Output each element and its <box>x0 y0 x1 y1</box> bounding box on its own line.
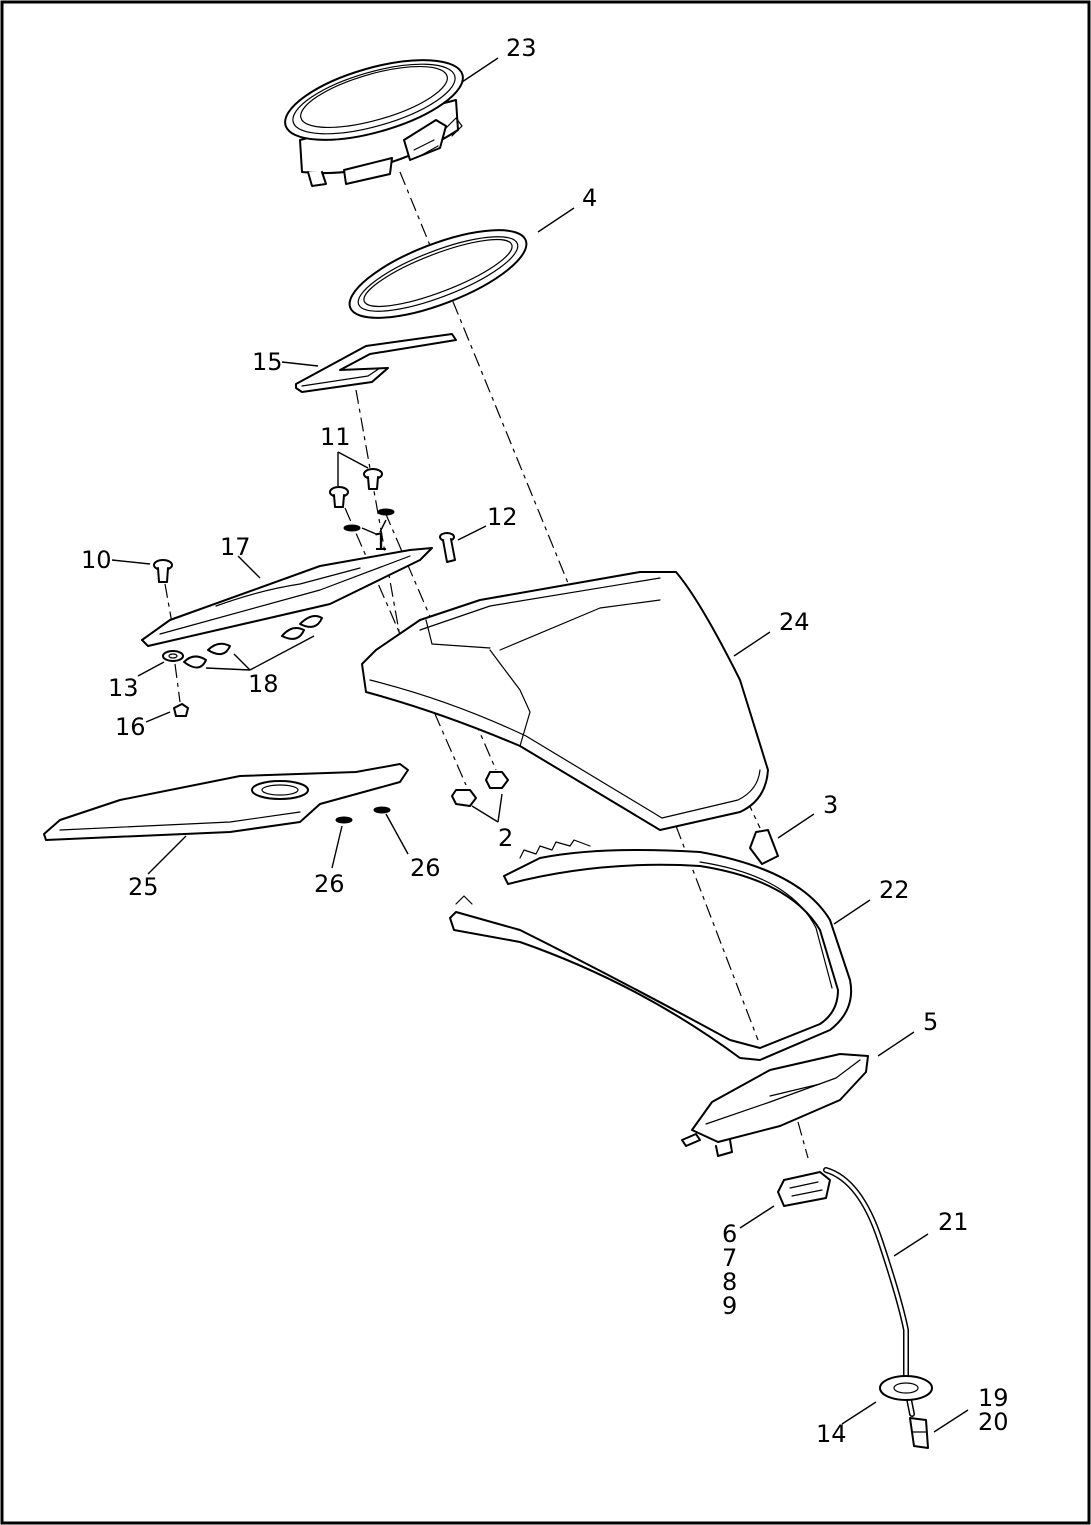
part-15-plate <box>295 333 457 393</box>
callout-17: 17 <box>220 533 251 561</box>
leader-lines <box>111 57 969 1433</box>
part-22-trim <box>449 839 852 1061</box>
callout-10: 10 <box>81 546 112 574</box>
callout-labels: 23 4 15 11 12 1 10 17 24 13 18 16 3 2 22… <box>81 34 1009 1448</box>
part-13-clip <box>162 650 184 662</box>
callout-7: 7 <box>722 1244 737 1272</box>
callout-2: 2 <box>498 824 513 852</box>
callout-5: 5 <box>923 1008 938 1036</box>
callout-25: 25 <box>128 873 159 901</box>
callout-23: 23 <box>506 34 537 62</box>
callout-18: 18 <box>248 670 279 698</box>
part-3-clip <box>749 829 779 865</box>
part-5-cover <box>681 1053 869 1157</box>
part-1-washers <box>343 508 395 532</box>
callout-21: 21 <box>938 1208 969 1236</box>
callout-1: 1 <box>373 528 388 556</box>
part-26-washers <box>335 806 391 824</box>
callout-26-right: 26 <box>410 854 441 882</box>
part-10-screw <box>153 559 173 583</box>
part-14-grommet <box>879 1375 933 1401</box>
part-6-9-connector <box>777 1171 831 1207</box>
callout-6: 6 <box>722 1220 737 1248</box>
callout-20: 20 <box>978 1408 1009 1436</box>
part-4-gasket <box>348 229 528 319</box>
callout-8: 8 <box>722 1268 737 1296</box>
callout-22: 22 <box>879 876 910 904</box>
part-16-nut <box>173 703 189 717</box>
part-12-bolt <box>439 532 456 563</box>
part-24-console <box>361 571 769 831</box>
callout-9: 9 <box>722 1292 737 1320</box>
callout-13: 13 <box>108 674 139 702</box>
callout-15: 15 <box>252 348 283 376</box>
part-11-screws <box>329 468 383 508</box>
part-23-gauge <box>284 59 464 187</box>
callout-14: 14 <box>816 1420 847 1448</box>
part-2-nuts <box>451 771 509 807</box>
callout-11: 11 <box>320 423 351 451</box>
part-19-20-terminal <box>909 1417 929 1449</box>
callout-26-left: 26 <box>314 870 345 898</box>
callout-4: 4 <box>582 184 597 212</box>
part-18-caps <box>183 615 323 669</box>
part-25-panel <box>43 763 409 841</box>
callout-19: 19 <box>978 1384 1009 1412</box>
callout-24: 24 <box>779 608 810 636</box>
part-17-bracket <box>141 547 433 647</box>
callout-3: 3 <box>823 791 838 819</box>
callout-12: 12 <box>487 503 518 531</box>
callout-16: 16 <box>115 713 146 741</box>
part-21-harness <box>823 1167 915 1417</box>
